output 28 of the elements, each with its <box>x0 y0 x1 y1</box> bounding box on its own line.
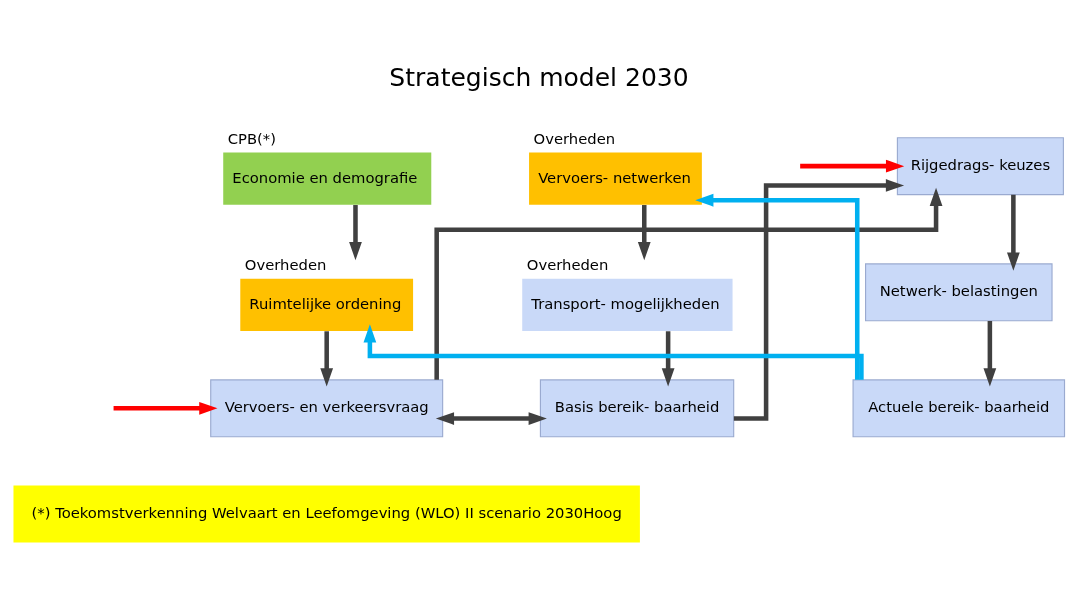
node-box: Rijgedrags- keuzes <box>896 136 1064 195</box>
arrow <box>363 323 864 380</box>
arrow <box>349 204 362 260</box>
node-box: Vervoers- netwerken <box>529 152 702 205</box>
node-box: Ruimtelijke ordening <box>240 278 414 331</box>
node-label: Overheden <box>526 255 609 273</box>
arrow <box>637 204 651 260</box>
node-box: Economie en demografie <box>223 152 432 205</box>
arrow <box>733 178 905 421</box>
caption: (*) Toekomstverkenning Welvaart en Leefomgeving (WLO) II scenario 2030Hoog <box>31 503 622 521</box>
arrow <box>434 187 943 380</box>
diagram-title: Strategisch model 2030 <box>389 62 689 92</box>
arrow <box>983 320 997 386</box>
node-box: Netwerk- belastingen <box>865 262 1053 321</box>
arrow <box>800 159 905 173</box>
arrow <box>695 193 860 380</box>
node-label: CPB(*) <box>227 129 277 147</box>
arrow <box>1006 194 1020 271</box>
node-box: Transport- mogelijkheden <box>522 278 733 331</box>
arrow <box>113 401 218 415</box>
arrow <box>661 330 675 386</box>
node-box: Vervoers- en verkeersvraag <box>210 378 444 437</box>
arrow <box>435 411 547 425</box>
node-label: Overheden <box>244 255 327 273</box>
node-box: Basis bereik- baarheid <box>539 378 735 437</box>
node-label: Overheden <box>533 129 616 147</box>
node-box: Actuele bereik- baarheid <box>852 378 1066 437</box>
arrow <box>320 330 334 386</box>
